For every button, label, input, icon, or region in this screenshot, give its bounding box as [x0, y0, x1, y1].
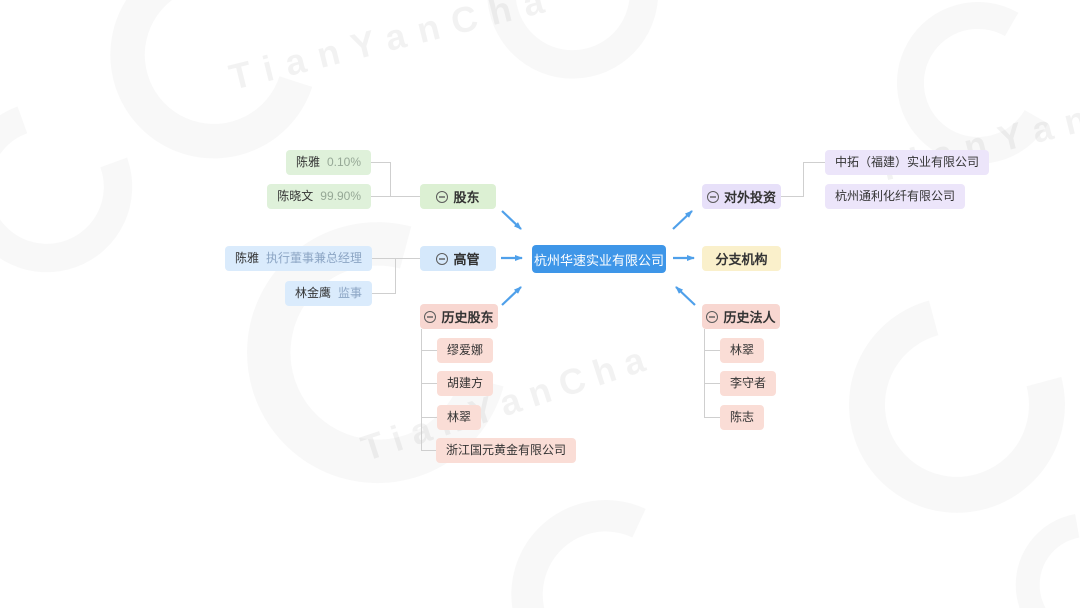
historical-shareholder-item[interactable]: 缪爱娜	[437, 338, 494, 363]
group-node-outbound-investment[interactable]: 对外投资	[702, 184, 781, 209]
executive-item[interactable]: 陈雅执行董事兼总经理	[224, 246, 372, 271]
group-label: 历史股东	[441, 310, 494, 325]
group-node-shareholders[interactable]: 股东	[420, 184, 496, 209]
connector-line	[704, 417, 720, 418]
connector-line	[372, 258, 420, 259]
historical-shareholder-item[interactable]: 胡建方	[437, 371, 494, 396]
group-label: 对外投资	[723, 190, 776, 205]
historical-legal-rep-item[interactable]: 陈志	[720, 405, 765, 430]
center-company-node[interactable]: 杭州华速实业有限公司	[532, 245, 666, 273]
connector-line	[421, 350, 437, 351]
shareholder-percent: 99.90%	[320, 189, 361, 203]
shareholder-percent: 0.10%	[326, 155, 361, 169]
investment-item[interactable]: 中拓（福建）实业有限公司	[825, 150, 990, 175]
executive-role: 执行董事兼总经理	[265, 251, 362, 265]
group-label: 历史法人	[723, 310, 776, 325]
collapse-minus-icon[interactable]	[436, 252, 449, 265]
connector-line	[704, 383, 720, 384]
collapse-minus-icon[interactable]	[706, 190, 719, 203]
executive-name: 林金鹰	[294, 286, 331, 300]
group-label: 分支机构	[715, 252, 768, 267]
connector-line	[421, 329, 422, 451]
connector-line	[803, 162, 804, 197]
connector-line	[704, 350, 720, 351]
group-node-executives[interactable]: 高管	[420, 246, 496, 271]
connector-line	[781, 196, 803, 197]
historical-shareholder-item[interactable]: 林翠	[437, 405, 482, 430]
shareholder-item[interactable]: 陈晓文 99.90%	[267, 184, 371, 209]
connector-line	[421, 383, 437, 384]
historical-legal-rep-item[interactable]: 林翠	[720, 338, 765, 363]
group-node-branches[interactable]: 分支机构	[702, 246, 781, 271]
shareholder-name: 陈雅	[295, 155, 320, 169]
collapse-minus-icon[interactable]	[436, 190, 449, 203]
historical-shareholder-item[interactable]: 浙江国元黄金有限公司	[436, 438, 577, 463]
shareholder-name: 陈晓文	[277, 189, 314, 203]
connector-line	[803, 162, 825, 163]
connector-line	[372, 293, 395, 294]
connector-line	[371, 196, 420, 197]
watermark-text: TianYanCha	[225, 0, 561, 98]
connector-line	[395, 258, 396, 294]
executive-item[interactable]: 林金鹰监事	[284, 281, 372, 306]
group-node-historical-legal-reps[interactable]: 历史法人	[702, 304, 780, 329]
connector-line	[390, 162, 391, 197]
investment-item[interactable]: 杭州通利化纤有限公司	[825, 184, 966, 209]
historical-legal-rep-item[interactable]: 李守者	[720, 371, 777, 396]
executive-role: 监事	[337, 286, 362, 300]
group-node-historical-shareholders[interactable]: 历史股东	[420, 304, 498, 329]
shareholder-item[interactable]: 陈雅 0.10%	[285, 150, 371, 175]
collapse-minus-icon[interactable]	[424, 310, 437, 323]
connector-line	[421, 417, 437, 418]
connector-line	[704, 329, 705, 418]
group-label: 高管	[453, 252, 480, 267]
connector-line	[421, 450, 437, 451]
connector-line	[371, 162, 390, 163]
collapse-minus-icon[interactable]	[706, 310, 719, 323]
executive-name: 陈雅	[234, 251, 259, 265]
group-label: 股东	[453, 190, 480, 205]
